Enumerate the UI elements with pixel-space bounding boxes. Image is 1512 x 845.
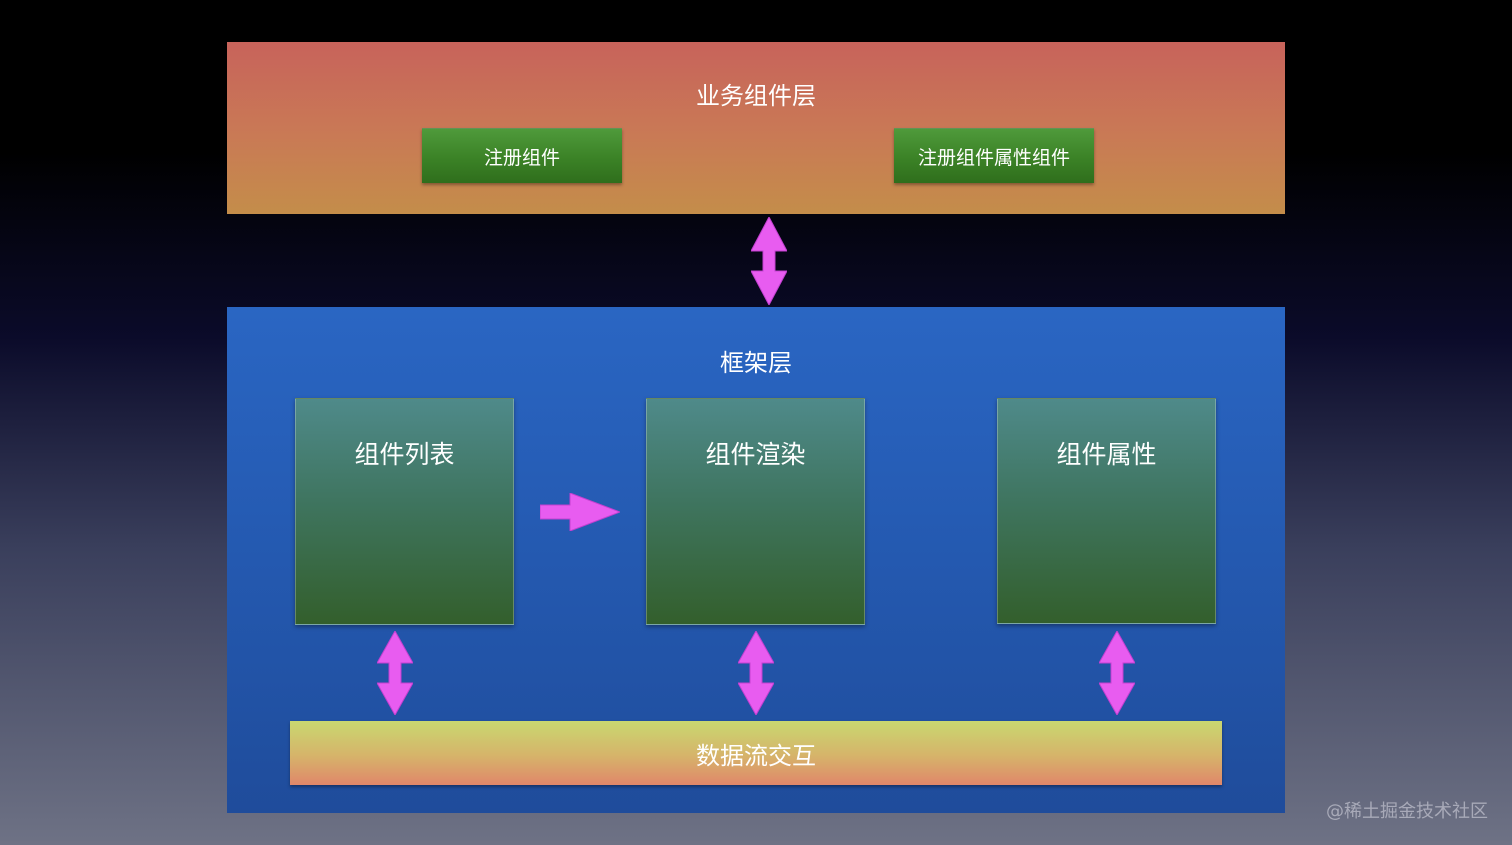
list-to-render-arrow-icon: [540, 493, 620, 531]
component-list-title: 组件列表: [354, 440, 455, 469]
properties-dataflow-arrow-icon: [1099, 631, 1135, 715]
component-render-box: 组件渲染: [646, 398, 865, 625]
business-layer: 业务组件层 注册组件 注册组件属性组件: [227, 42, 1285, 214]
dataflow-interaction-bar: 数据流交互: [290, 721, 1222, 785]
business-layer-title: 业务组件层: [696, 82, 816, 110]
list-dataflow-arrow-icon: [377, 631, 413, 715]
framework-layer: 框架层 组件列表 组件渲染 组件属性 数据流交互: [227, 307, 1285, 813]
layers-double-arrow-icon: [751, 217, 787, 305]
component-render-title: 组件渲染: [705, 440, 806, 469]
watermark: @稀土掘金技术社区: [1326, 801, 1488, 822]
component-properties-title: 组件属性: [1056, 440, 1157, 469]
register-component-box: 注册组件: [422, 128, 622, 183]
register-property-component-box: 注册组件属性组件: [894, 128, 1094, 183]
component-properties-box: 组件属性: [997, 398, 1216, 624]
render-dataflow-arrow-icon: [738, 631, 774, 715]
framework-layer-title: 框架层: [720, 349, 792, 377]
component-list-box: 组件列表: [295, 398, 514, 625]
